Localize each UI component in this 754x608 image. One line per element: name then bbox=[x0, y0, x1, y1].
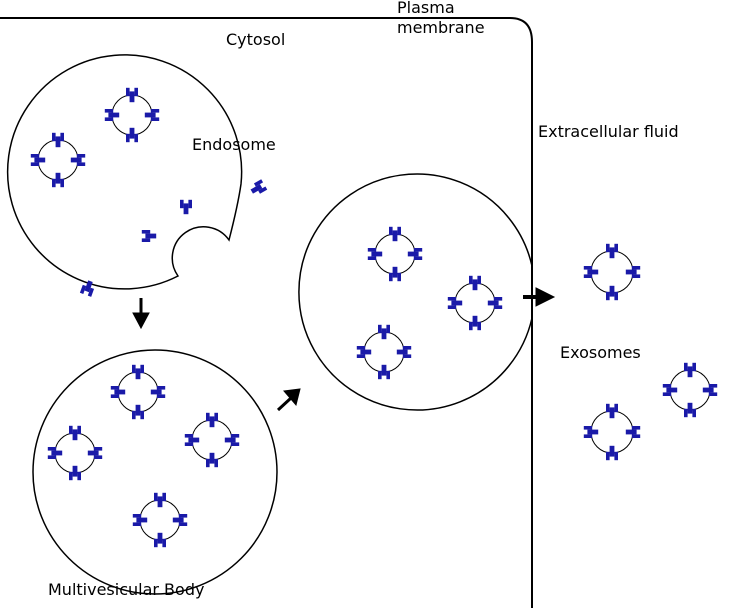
mvb-vesicle-receptor bbox=[224, 434, 240, 446]
fusing-mvb-vesicle-receptor bbox=[447, 297, 463, 309]
endosome-membrane bbox=[6, 54, 243, 290]
endosome-vesicle-receptor bbox=[126, 87, 138, 103]
fusing-mvb-vesicle-receptor bbox=[407, 248, 423, 260]
plasma-membrane-label-line2: membrane bbox=[397, 18, 485, 37]
endosome-vesicle-receptor bbox=[30, 154, 46, 166]
exosome-vesicle-receptor bbox=[583, 266, 599, 278]
endosome-membrane-receptor bbox=[180, 199, 192, 215]
exosomes-label: Exosomes bbox=[560, 343, 641, 362]
exosome-vesicle-receptor bbox=[606, 403, 618, 419]
endosome-vesicle-receptor bbox=[52, 132, 64, 148]
mvb-vesicle-receptor bbox=[87, 447, 103, 459]
endosome-membrane-receptor bbox=[79, 279, 97, 297]
fusing-mvb-vesicle-receptor bbox=[378, 364, 390, 380]
exosome-vesicle-receptor bbox=[606, 285, 618, 301]
mvb-vesicle-receptor bbox=[154, 492, 166, 508]
cytosol-label: Cytosol bbox=[226, 30, 286, 49]
arrows bbox=[132, 287, 556, 412]
multivesicular-body-membrane bbox=[32, 349, 278, 595]
fusing-mvb-vesicle-receptor bbox=[356, 346, 372, 358]
mvb-vesicle-receptor bbox=[154, 532, 166, 548]
mvb-vesicle-receptor bbox=[47, 447, 63, 459]
arrow-exocytosis-head bbox=[535, 287, 556, 307]
exosome-vesicle-receptor bbox=[606, 243, 618, 259]
mvb-vesicle-receptor bbox=[206, 452, 218, 468]
fusing-mvb-vesicle-receptor bbox=[469, 315, 481, 331]
arrow-endosome-to-mvb-head bbox=[132, 312, 150, 330]
endosome-membrane-receptor bbox=[141, 230, 157, 242]
multivesicular-body-label: Multivesicular Body bbox=[48, 580, 205, 599]
mvb-vesicle-receptor bbox=[132, 364, 144, 380]
endosome-vesicle-receptor bbox=[70, 154, 86, 166]
mvb-vesicle-receptor bbox=[132, 404, 144, 420]
exosome-vesicle-receptor bbox=[625, 426, 641, 438]
mvb-vesicle-receptor bbox=[132, 514, 148, 526]
exosome-vesicle-receptor bbox=[583, 426, 599, 438]
arrow-mvb-to-membrane-head bbox=[283, 388, 301, 407]
fusing-mvb-vesicle-receptor bbox=[396, 346, 412, 358]
exosome-vesicle-receptor bbox=[684, 362, 696, 378]
exosome-vesicle-receptor bbox=[702, 384, 718, 396]
endosome-vesicle-receptor bbox=[126, 127, 138, 143]
mvb-vesicle-receptor bbox=[69, 465, 81, 481]
mvb-vesicle-receptor bbox=[110, 386, 126, 398]
endosome-vesicle-receptor bbox=[52, 172, 64, 188]
mvb-vesicle-receptor bbox=[172, 514, 188, 526]
endosome-membrane-receptor bbox=[248, 179, 268, 197]
fusing-mvb-vesicle-receptor bbox=[378, 324, 390, 340]
receptors bbox=[30, 87, 718, 548]
exosome-vesicle-receptor bbox=[606, 445, 618, 461]
endosome-vesicle-receptor bbox=[104, 109, 120, 121]
fusing-mvb-vesicle-receptor bbox=[367, 248, 383, 260]
fusing-mvb-vesicle-receptor bbox=[487, 297, 503, 309]
exosome-vesicle-receptor bbox=[625, 266, 641, 278]
fusing-mvb-vesicle-receptor bbox=[389, 266, 401, 282]
plasma-membrane-label-line1: Plasma bbox=[397, 0, 455, 17]
fusing-mvb-membrane bbox=[298, 173, 533, 411]
endosome-label: Endosome bbox=[192, 135, 276, 154]
arrow-mvb-to-membrane bbox=[276, 396, 293, 412]
extracellular-fluid-label: Extracellular fluid bbox=[538, 122, 679, 141]
fusing-mvb-vesicle-receptor bbox=[389, 226, 401, 242]
endosome-vesicle-receptor bbox=[144, 109, 160, 121]
mvb-vesicle-receptor bbox=[69, 425, 81, 441]
mvb-vesicle-receptor bbox=[184, 434, 200, 446]
plasma-membrane bbox=[0, 17, 533, 608]
exosome-vesicle-receptor bbox=[662, 384, 678, 396]
mvb-vesicle-receptor bbox=[150, 386, 166, 398]
mvb-vesicle-receptor bbox=[206, 412, 218, 428]
exosome-vesicle-receptor bbox=[684, 402, 696, 418]
fusing-mvb-vesicle-receptor bbox=[469, 275, 481, 291]
